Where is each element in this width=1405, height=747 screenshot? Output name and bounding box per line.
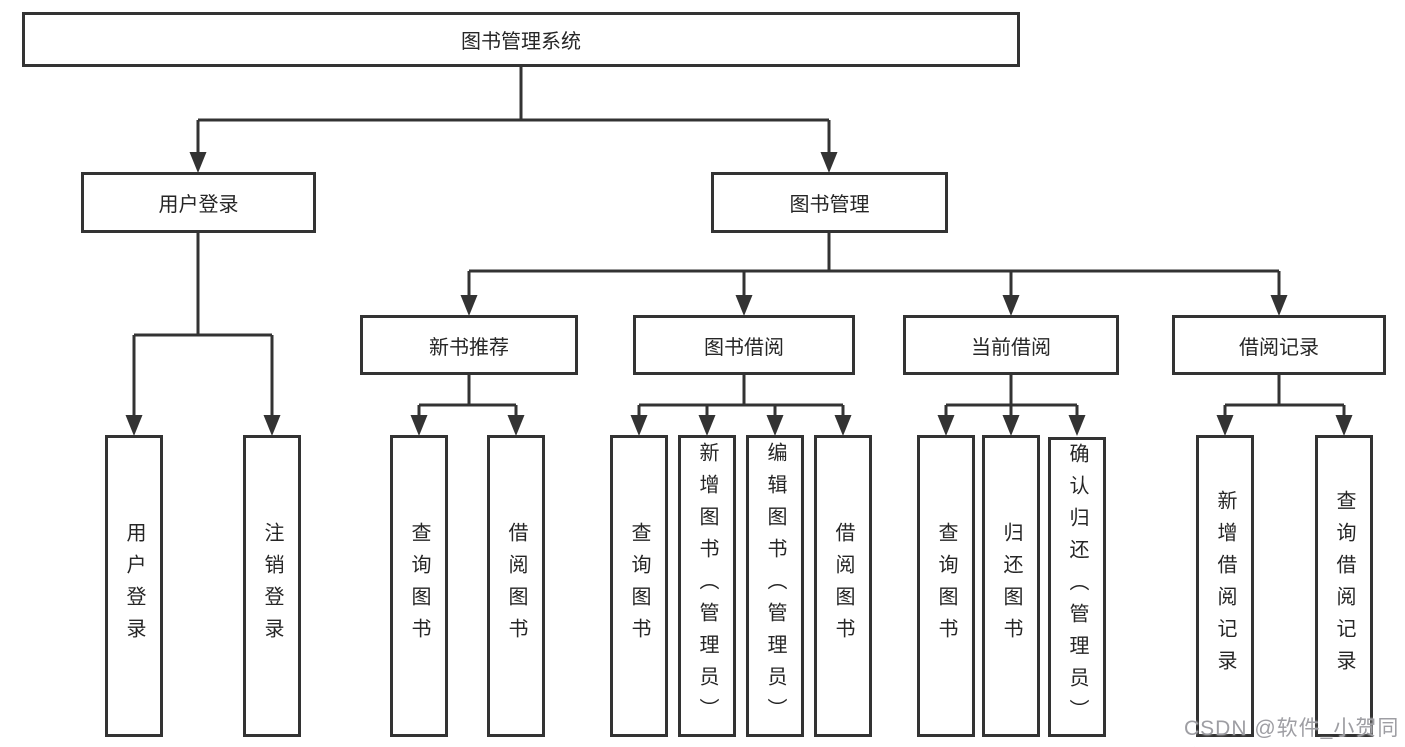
node-label: 借阅记录 [1239,336,1319,359]
leaf-query-books-current: 查询图书 [917,435,975,737]
arrow-down-icon [735,295,753,316]
leaf-add-book-admin: 新增图书（管理员） [678,435,736,737]
node-label: 用户登录 [123,522,145,650]
arrowheads [125,152,1353,436]
leaf-query-borrow-record: 查询借阅记录 [1315,435,1373,737]
node-label: 归还图书 [1000,522,1022,650]
arrow-down-icon [460,295,478,316]
arrow-down-icon [1335,415,1353,436]
arrow-down-icon [766,415,784,436]
leaf-query-books-recommend: 查询图书 [390,435,448,737]
leaf-borrow-books-recommend: 借阅图书 [487,435,545,737]
arrow-down-icon [1216,415,1234,436]
arrow-down-icon [125,415,143,436]
node-book-management: 图书管理 [711,172,948,233]
arrow-down-icon [698,415,716,436]
arrow-down-icon [1002,295,1020,316]
node-label: 查询借阅记录 [1333,490,1355,682]
node-label: 新书推荐 [429,336,509,359]
arrow-down-icon [507,415,525,436]
arrow-down-icon [1002,415,1020,436]
leaf-user-login: 用户登录 [105,435,163,737]
arrow-down-icon [630,415,648,436]
leaf-edit-book-admin: 编辑图书（管理员） [746,435,804,737]
node-label: 借阅图书 [505,522,527,650]
arrow-down-icon [1270,295,1288,316]
node-label: 确认归还（管理员） [1066,443,1088,731]
arrow-down-icon [1068,415,1086,436]
node-label: 用户登录 [158,194,239,216]
arrow-down-icon [410,415,428,436]
node-label: 图书管理系统 [461,31,581,53]
node-user-login: 用户登录 [81,172,316,233]
arrow-down-icon [189,152,207,173]
watermark-text: CSDN @软件_小贺同学 [1184,717,1400,740]
leaf-add-borrow-record: 新增借阅记录 [1196,435,1254,737]
node-label: 图书借阅 [704,336,784,359]
leaf-return-books: 归还图书 [982,435,1040,737]
node-label: 编辑图书（管理员） [764,442,786,730]
node-current-borrowing: 当前借阅 [903,315,1119,375]
node-new-book-recommendation: 新书推荐 [360,315,578,375]
arrow-down-icon [263,415,281,436]
leaf-borrow-books-borrowing: 借阅图书 [814,435,872,737]
tree-edges [132,67,1346,419]
node-label: 新增借阅记录 [1214,490,1236,682]
node-label: 查询图书 [935,522,957,650]
leaf-logout: 注销登录 [243,435,301,737]
node-library-management-system: 图书管理系统 [22,12,1020,67]
node-label: 新增图书（管理员） [696,442,718,730]
node-label: 当前借阅 [971,336,1051,359]
node-label: 注销登录 [261,522,283,650]
node-label: 图书管理 [789,194,870,216]
node-label: 借阅图书 [832,522,854,650]
node-label: 查询图书 [408,522,430,650]
node-label: 查询图书 [628,522,650,650]
node-borrowing-records: 借阅记录 [1172,315,1386,375]
leaf-query-books-borrowing: 查询图书 [610,435,668,737]
node-book-borrowing: 图书借阅 [633,315,855,375]
arrow-down-icon [937,415,955,436]
arrow-down-icon [820,152,838,173]
arrow-down-icon [834,415,852,436]
leaf-confirm-return-admin: 确认归还（管理员） [1048,437,1106,737]
